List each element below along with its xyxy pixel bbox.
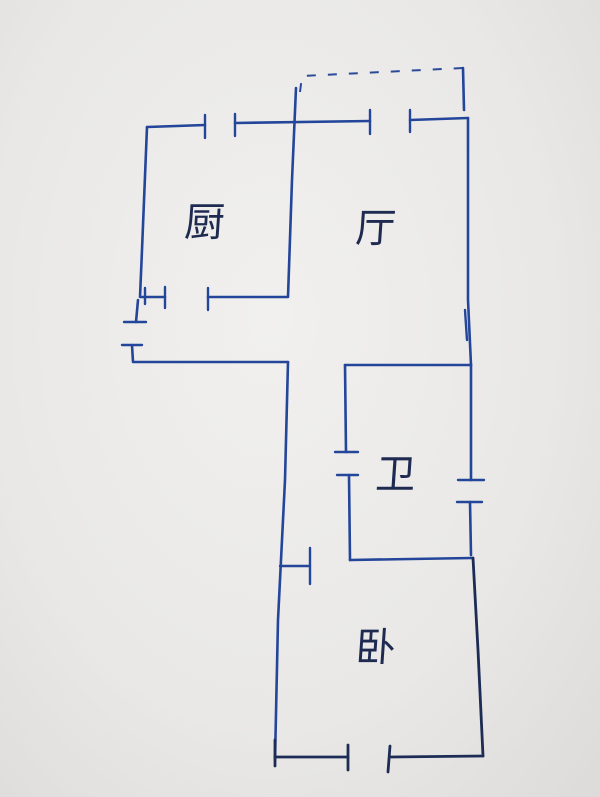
balcony-dashed-outline [299,67,464,93]
entry-wall [130,298,290,364]
room-label-bathroom: 卫 [374,452,418,498]
bathroom-bottom-wall [348,556,474,562]
bedroom-right-wall [471,556,485,758]
living-right-wall [466,116,473,367]
right-wall-mark [463,308,469,342]
bathroom-window-marks [455,478,486,504]
room-label-living: 厅 [354,206,398,252]
kitchen-door-marks [143,285,210,312]
balcony-right-edge [461,66,466,112]
bathroom-left-wall [343,363,352,562]
bathroom-right-wall [468,363,473,557]
kitchen-left-wall [138,125,167,299]
top-wall [145,116,470,129]
corridor-left-wall [273,360,290,762]
bedroom-bottom-wall [273,754,485,759]
bedroom-window-marks [273,738,392,774]
room-label-kitchen: 厨 [183,200,227,246]
window-marks [203,108,412,140]
kitchen-bottom-wall [206,86,298,299]
room-label-bedroom: 卧 [354,625,398,671]
bedroom-door-mark [278,546,312,586]
bathroom-door-marks [333,450,360,477]
entry-door-marks [120,320,148,347]
